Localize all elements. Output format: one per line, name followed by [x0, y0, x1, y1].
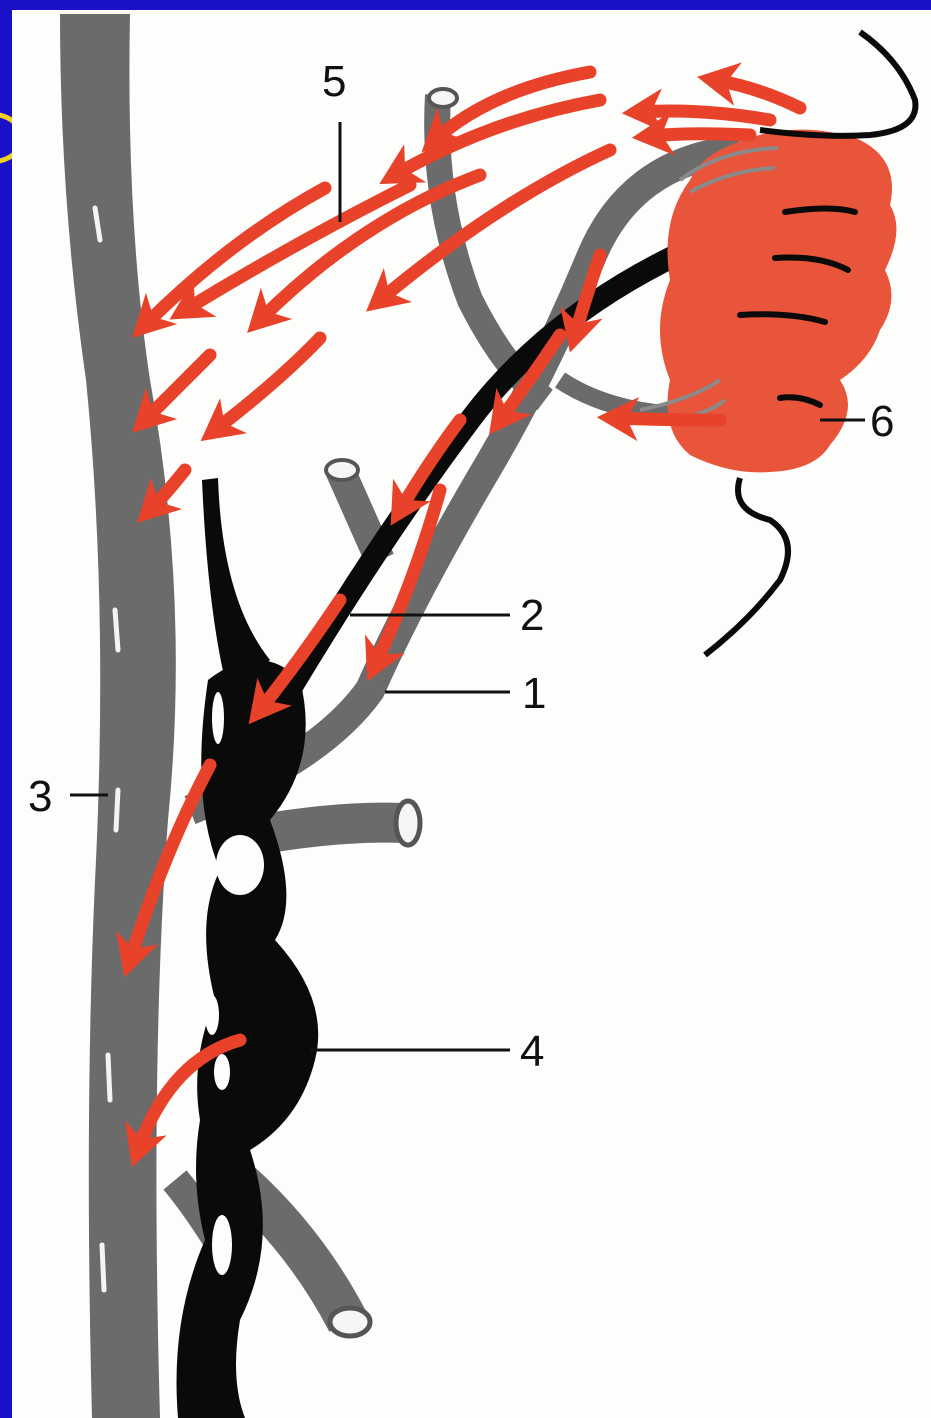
label-3: 3 — [28, 772, 52, 821]
label-1: 1 — [522, 669, 546, 718]
lateral-vessel-middle-end — [396, 801, 420, 845]
label-5: 5 — [322, 57, 346, 106]
label-6: 6 — [870, 397, 894, 446]
lateral-vessel-lower-end — [330, 1308, 370, 1336]
flow-arrow — [615, 418, 720, 420]
label-4: 4 — [520, 1027, 544, 1076]
flow-arrow — [650, 134, 750, 136]
lateral-vessel-upper-end — [326, 460, 358, 480]
small-vessel-end — [429, 89, 457, 107]
label-2: 2 — [520, 591, 544, 640]
